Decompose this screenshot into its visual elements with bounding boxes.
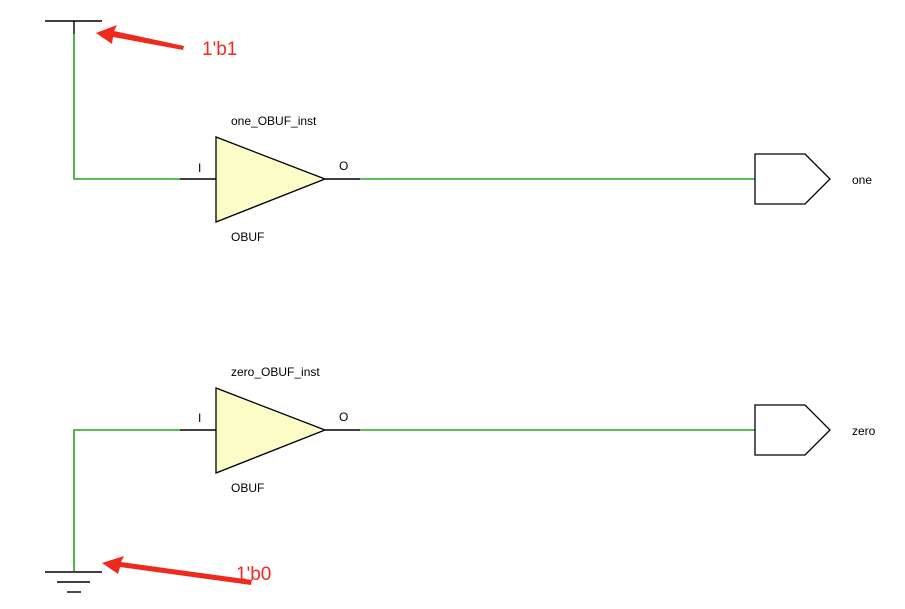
output-port-one[interactable] [754, 153, 831, 205]
wire-vcc-to-buffer[interactable] [73, 34, 180, 180]
buffer-zero-triangle[interactable] [215, 387, 327, 474]
net-zero-input-wire[interactable] [73, 429, 180, 571]
output-port-zero-label: zero [852, 424, 876, 438]
buffer-one-output-pin-label: O [339, 159, 348, 173]
output-port-zero[interactable] [754, 404, 831, 456]
net-one-input-wire[interactable] [73, 34, 180, 180]
buffer-zero-input-pin-label: I [198, 411, 201, 425]
buffer-zero-cell-type: OBUF [231, 481, 264, 495]
output-port-one-label: one [852, 173, 872, 187]
buffer-zero-output-pin-label: O [339, 410, 348, 424]
wire-gnd-to-buffer[interactable] [73, 429, 180, 571]
buffer-one-triangle[interactable] [215, 136, 327, 223]
annotation-arrow-vcc [96, 25, 184, 50]
buffer-zero-instance-name: zero_OBUF_inst [231, 365, 320, 379]
buffer-one-cell-type: OBUF [231, 230, 264, 244]
annotation-arrow-gnd [102, 556, 252, 585]
annotation-gnd-label: 1'b0 [236, 564, 271, 585]
buffer-one-instance-name: one_OBUF_inst [231, 114, 317, 128]
annotation-vcc-label: 1'b1 [202, 39, 237, 60]
ground-symbol[interactable] [45, 571, 102, 593]
arrow-icon [102, 556, 252, 585]
buffer-one-input-pin-label: I [198, 161, 201, 175]
arrow-icon [96, 25, 184, 50]
vcc-symbol[interactable] [45, 20, 102, 34]
